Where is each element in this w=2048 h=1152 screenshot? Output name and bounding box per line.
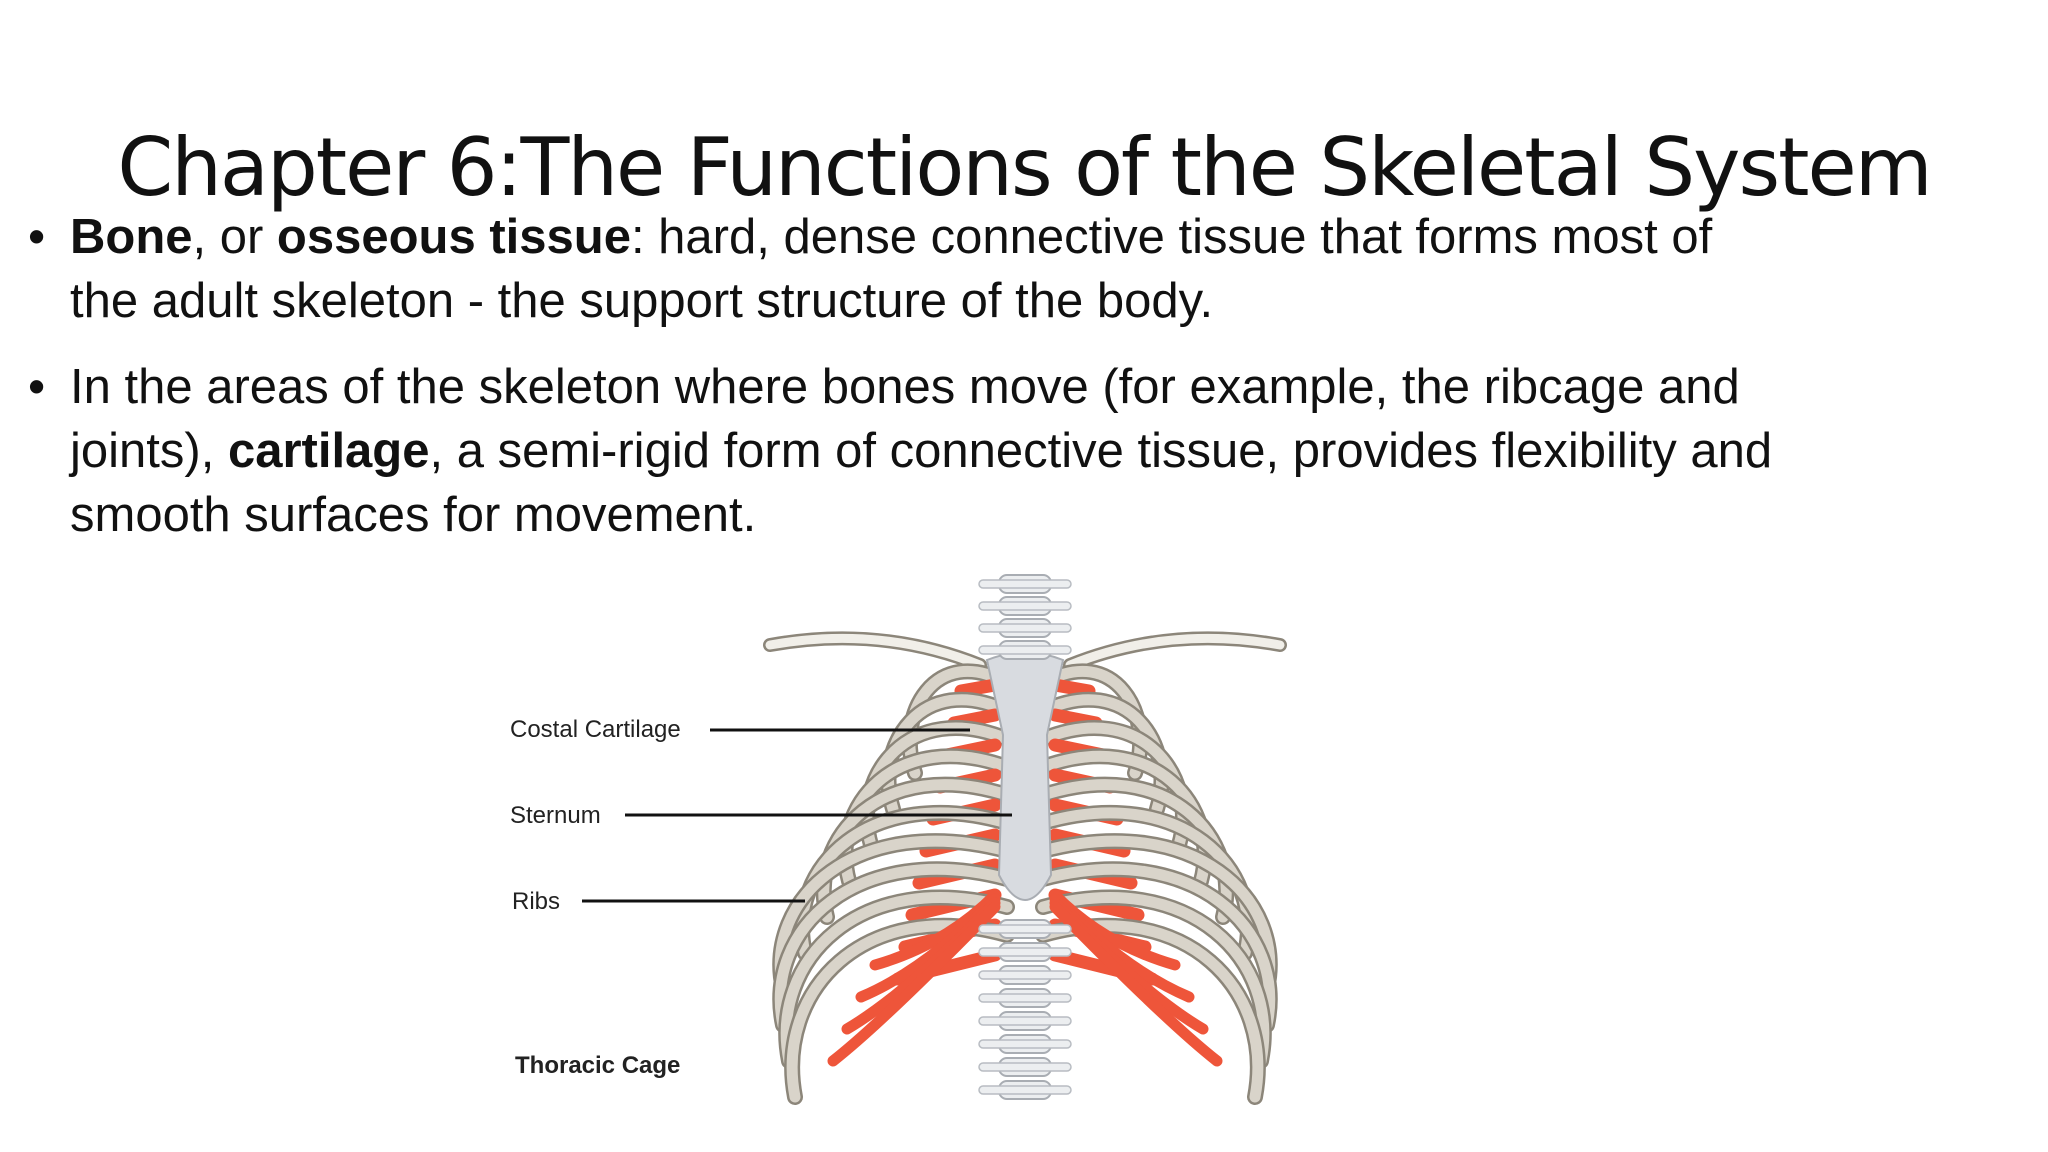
bullet-dot: • (28, 360, 46, 414)
rib (1037, 863, 1276, 1031)
figure-caption: Thoracic Cage (515, 1052, 680, 1079)
costal-cartilage (954, 678, 1002, 698)
bullet-text: , a semi-rigid form of connective tissue… (70, 424, 1773, 542)
rib (780, 892, 1013, 1067)
bullet-item-bone: • Bone, or osseous tissue: hard, dense c… (28, 205, 1788, 333)
costal-cartilage (1049, 901, 1223, 1067)
label-sternum: Sternum (510, 802, 601, 829)
label-ribs: Ribs (512, 888, 560, 915)
vertebra-process (978, 1062, 1072, 1072)
rib (1037, 665, 1146, 779)
term-cartilage: cartilage (227, 424, 430, 478)
term-osseous-tissue: osseous tissue (276, 210, 631, 264)
rib (1037, 722, 1189, 851)
rib (1037, 892, 1270, 1067)
bullet-text: , or (192, 210, 277, 264)
vertebra-process (978, 1085, 1072, 1095)
rib (774, 863, 1013, 1031)
vertebra-process (978, 947, 1072, 957)
vertebra-process (978, 623, 1072, 633)
bullet-item-cartilage: • In the areas of the skeleton where bon… (28, 355, 1788, 547)
costal-cartilage (1048, 678, 1096, 698)
vertebra-process (978, 1016, 1072, 1026)
rib (883, 694, 1013, 815)
vertebra-process (978, 645, 1072, 655)
figure-annotations: Costal Cartilage Sternum Ribs Thoracic C… (510, 716, 1012, 1079)
thoracic-cage-illustration: Costal Cartilage Sternum Ribs Thoracic C… (510, 574, 1287, 1105)
vertebra-process (978, 579, 1072, 589)
slide-title: Chapter 6:The Functions of the Skeletal … (117, 121, 1932, 214)
vertebra-process (978, 924, 1072, 934)
right-clavicle-fill (1065, 633, 1285, 670)
bullet-list: • Bone, or osseous tissue: hard, dense c… (28, 205, 1788, 547)
label-costal-cartilage: Costal Cartilage (510, 716, 681, 743)
vertebra-process (978, 993, 1072, 1003)
rib (861, 722, 1013, 851)
rib (904, 665, 1013, 779)
vertebra-process (978, 1039, 1072, 1049)
bullet-text: : hard, dense connective tissue that for… (70, 210, 1713, 328)
term-bone: Bone (70, 210, 193, 264)
bullet-text: In the areas of the skeleton where bones… (70, 360, 1740, 478)
vertebral-column (978, 574, 1072, 1100)
ribs-group (763, 631, 1287, 1105)
thoracic-cage-figure: Costal Cartilage Sternum Ribs Thoracic C… (500, 565, 1300, 1125)
vertebra-process (978, 970, 1072, 980)
costal-cartilage (827, 901, 1001, 1067)
rib (1037, 694, 1167, 815)
left-clavicle-fill (765, 633, 985, 670)
vertebra-process (978, 601, 1072, 611)
bullet-dot: • (28, 210, 46, 264)
